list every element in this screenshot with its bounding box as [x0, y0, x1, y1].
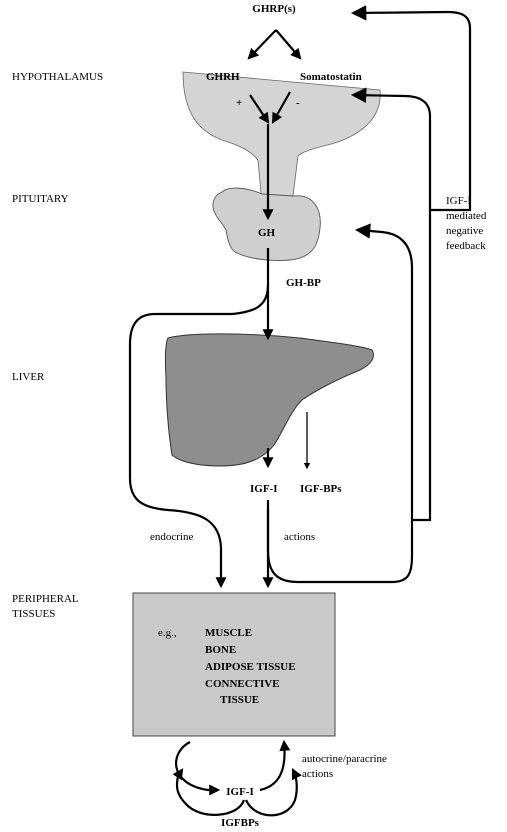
route-endocrine: endocrine: [150, 531, 193, 543]
tissue-tissue: TISSUE: [220, 694, 259, 706]
route-autocrine-line2: actions: [302, 768, 333, 780]
region-hypothalamus: HYPOTHALAMUS: [12, 71, 103, 83]
region-pituitary: PITUITARY: [12, 193, 69, 205]
arrow-ghrp-to-ghrh: [249, 30, 276, 58]
region-peripheral-line1: PERIPHERAL: [12, 593, 79, 605]
feedback-line1: IGF-I: [446, 195, 471, 207]
region-liver: LIVER: [12, 371, 45, 383]
feedback-line3: negative: [446, 225, 483, 237]
tissue-eg: e.g.,: [158, 627, 177, 639]
label-igf-bps: IGF-BPs: [300, 483, 342, 495]
label-gh: GH: [258, 227, 276, 239]
tissue-bone: BONE: [205, 644, 236, 656]
liver-shape: [165, 334, 373, 466]
label-igfbps-local: IGFBPs: [221, 817, 260, 829]
label-plus: +: [236, 97, 242, 109]
label-ghrh: GHRH: [206, 71, 240, 83]
arrow-autocrine-out: [176, 742, 218, 790]
label-somatostatin: Somatostatin: [300, 71, 362, 83]
feedback-line4: feedback: [446, 240, 486, 252]
arrow-ghrp-to-somatostatin: [276, 30, 300, 58]
label-ghrp: GHRP(s): [252, 3, 296, 15]
hypothalamus-shape: [183, 72, 380, 204]
label-igf1-local: IGF-I: [226, 786, 254, 798]
tissue-muscle: MUSCLE: [205, 627, 252, 639]
tissue-connective: CONNECTIVE: [205, 678, 280, 690]
pituitary-shape: [213, 188, 320, 260]
arrow-autocrine-back: [260, 742, 285, 790]
region-peripheral-line2: TISSUES: [12, 608, 55, 620]
route-autocrine-line1: autocrine/paracrine: [302, 753, 387, 765]
label-minus: -: [296, 97, 300, 109]
label-igf1: IGF-I: [250, 483, 278, 495]
label-gh-bp: GH-BP: [286, 277, 321, 289]
arrow-feedback-hypothalamus: [354, 95, 430, 520]
feedback-line2: mediated: [446, 210, 487, 222]
tissue-adipose: ADIPOSE TISSUE: [205, 661, 296, 673]
route-actions: actions: [284, 531, 315, 543]
